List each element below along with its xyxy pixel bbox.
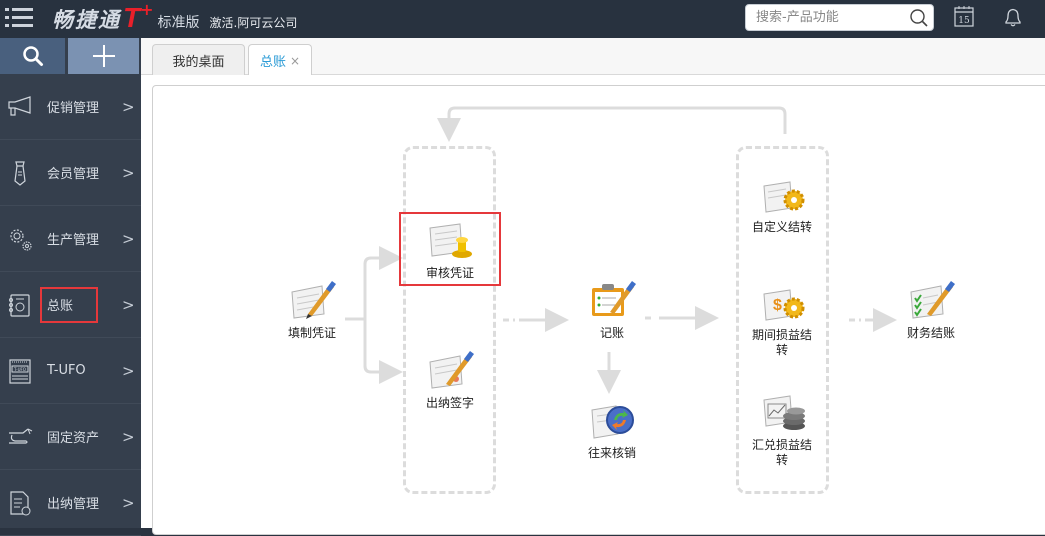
search-icon[interactable] (909, 8, 929, 28)
company-name: 激活.阿可云公司 (209, 16, 298, 30)
tie-icon (14, 160, 26, 186)
gears-icon (10, 228, 32, 251)
chart-coins-icon (763, 395, 805, 430)
flow-connectors (345, 106, 897, 394)
svg-text:15: 15 (958, 16, 970, 26)
node-post[interactable]: 记账 (567, 278, 657, 341)
node-label: 出纳签字 (425, 396, 474, 410)
logo-brand: T (123, 2, 141, 33)
plus-icon (92, 45, 115, 67)
sidebar-item-label: 促销管理 (47, 101, 100, 116)
logo-plus: + (140, 0, 154, 19)
sidebar-item-label: 会员管理 (47, 167, 100, 182)
audit-group-box (403, 146, 496, 494)
sidebar-item-general-ledger[interactable]: 总账 > (0, 272, 141, 338)
tab-bar: 我的桌面 总账 × (141, 38, 1045, 76)
search-box (745, 4, 934, 31)
sidebar-item-label: 生产管理 (47, 233, 100, 248)
node-label: 往来核销 (587, 446, 636, 460)
voucher-pen-icon (291, 281, 336, 319)
node-fx-pl-transfer[interactable]: 汇兑损益结转 (737, 392, 827, 468)
node-cashier-sign[interactable]: 出纳签字 (405, 348, 495, 411)
sidebar: 促销管理 > 会员管理 > 生产管理 > 总账 > T-UFO T-UFO > … (0, 38, 141, 536)
sidebar-item-production[interactable]: 生产管理 > (0, 206, 141, 272)
voucher-sign-icon (429, 351, 474, 389)
tab-label: 总账 (259, 55, 286, 70)
sidebar-item-member[interactable]: 会员管理 > (0, 140, 141, 206)
sidebar-item-tufo[interactable]: T-UFO T-UFO > (0, 338, 141, 404)
calendar-icon[interactable]: 15 (954, 5, 974, 27)
main-content: 填制凭证 审核凭证 出纳签字 记账 往来核销 自定义结转 $ (141, 75, 1045, 535)
sidebar-item-label: T-UFO (47, 363, 86, 378)
node-custom-transfer[interactable]: 自定义结转 (737, 176, 827, 235)
sidebar-search-button[interactable] (0, 38, 65, 74)
dollar-gear-icon: $ (763, 289, 805, 321)
top-bar: 畅捷通 T + 标准版 激活.阿可云公司 15 (0, 0, 1045, 38)
asset-icon (9, 428, 33, 444)
node-label: 财务结账 (906, 326, 955, 340)
close-icon[interactable]: × (289, 53, 301, 68)
search-icon (22, 46, 43, 66)
node-label: 期间损益结转 (751, 328, 812, 357)
checklist-pen-icon (910, 281, 955, 319)
tab-label: 我的桌面 (172, 54, 225, 70)
cashier-doc-icon (10, 490, 31, 515)
svg-text:$: $ (773, 297, 782, 314)
node-close-books[interactable]: 财务结账 (886, 278, 976, 341)
ledger-icon (9, 293, 30, 317)
highlight-box (399, 212, 501, 286)
tab-general-ledger[interactable]: 总账 × (248, 44, 312, 76)
node-period-pl-transfer[interactable]: $ 期间损益结转 (737, 284, 827, 358)
sidebar-add-button[interactable] (68, 38, 139, 74)
logo-text: 畅捷通 (52, 7, 121, 32)
node-fill-voucher[interactable]: 填制凭证 (267, 278, 357, 341)
edition-label: 标准版 (157, 15, 200, 31)
sidebar-item-promotion[interactable]: 促销管理 > (0, 74, 141, 140)
node-label: 填制凭证 (287, 326, 336, 340)
node-label: 自定义结转 (751, 220, 812, 234)
app-logo: 畅捷通 T + 标准版 激活.阿可云公司 (52, 0, 298, 34)
chevron-right-icon: > (122, 361, 135, 380)
sidebar-item-label: 出纳管理 (47, 497, 100, 512)
chevron-right-icon: > (122, 97, 135, 116)
flow-panel: 填制凭证 审核凭证 出纳签字 记账 往来核销 自定义结转 $ (152, 85, 1045, 535)
chevron-right-icon: > (122, 229, 135, 248)
chevron-right-icon: > (122, 493, 135, 512)
svg-text:T-UFO: T-UFO (13, 367, 26, 372)
search-input[interactable] (756, 5, 906, 30)
hamburger-icon[interactable] (5, 8, 33, 28)
sidebar-item-fixed-assets[interactable]: 固定资产 > (0, 404, 141, 470)
voucher-gear-icon (763, 181, 805, 213)
chevron-right-icon: > (122, 427, 135, 446)
clipboard-pen-icon (592, 281, 636, 316)
node-reconcile[interactable]: 往来核销 (567, 400, 657, 461)
transfer-group-box (736, 146, 829, 494)
reconcile-sync-icon (591, 405, 634, 439)
node-label: 审核凭证 (425, 266, 474, 280)
bell-icon[interactable] (1001, 5, 1025, 29)
sidebar-item-label: 总账 (47, 299, 74, 314)
voucher-stamp-icon (429, 223, 472, 258)
node-label: 汇兑损益结转 (751, 438, 812, 467)
tufo-report-icon: T-UFO (9, 358, 31, 384)
tab-my-desktop[interactable]: 我的桌面 (152, 44, 245, 75)
node-label: 记账 (599, 326, 624, 340)
chevron-right-icon: > (122, 163, 135, 182)
megaphone-icon (8, 95, 31, 116)
sidebar-item-label: 固定资产 (47, 431, 100, 446)
sidebar-item-cashier[interactable]: 出纳管理 > (0, 470, 141, 536)
highlight-box (40, 286, 98, 323)
node-audit-voucher[interactable]: 审核凭证 (405, 220, 495, 281)
chevron-right-icon: > (122, 295, 135, 314)
